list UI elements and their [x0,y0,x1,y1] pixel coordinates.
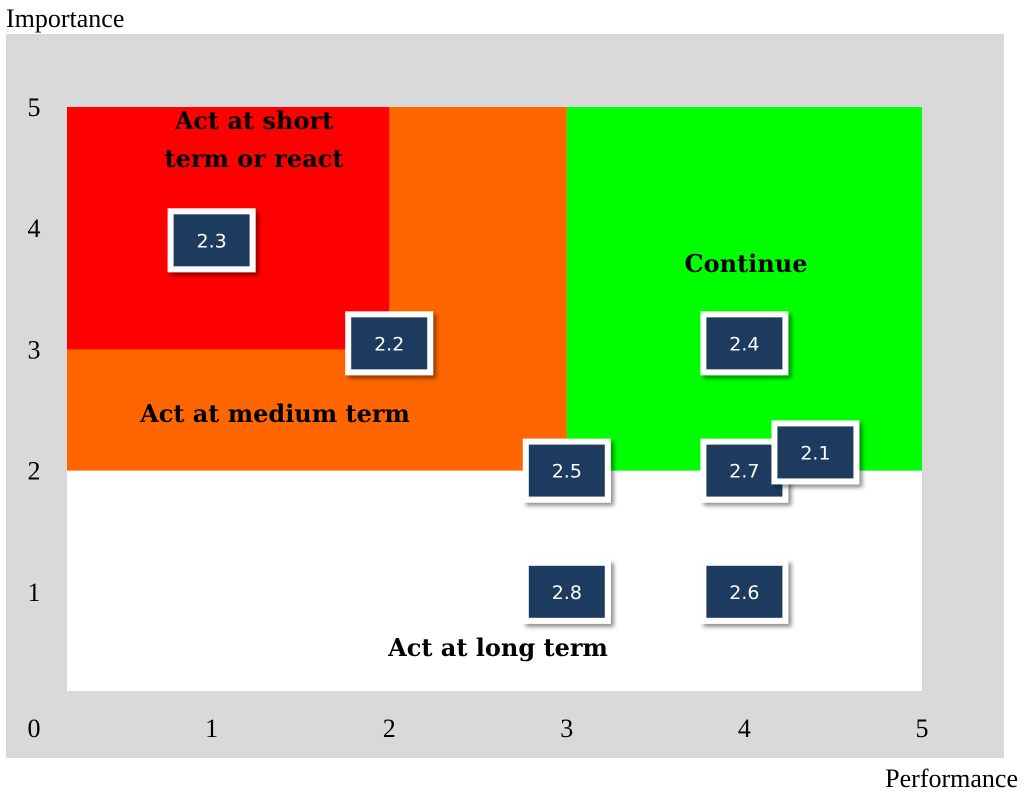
y-tick-label: 5 [28,93,41,122]
x-tick-label: 2 [383,714,396,743]
zone-label-long: Act at long term [387,633,608,662]
ticks-layer: 0 1 2 3 4 5 1 2 3 4 5 [28,93,929,743]
y-tick-label: 4 [28,214,41,243]
point-marker-box [345,311,434,376]
zone-continue [566,107,922,471]
x-tick-label: 4 [738,714,751,743]
points-layer: 2.3 2.2 2.4 2.5 2.7 2.1 2.8 2.6 [167,208,860,624]
point-label: 2.2 [374,333,404,355]
point-marker-box [167,208,256,273]
point-marker-2-1: 2.1 [771,420,860,485]
zone-label-short: Act at short [174,106,333,135]
x-tick-label: 5 [916,714,929,743]
x-tick-label: 3 [560,714,573,743]
zone-label-continue: Continue [685,249,808,278]
y-tick-label: 1 [28,578,41,607]
point-marker-box [771,420,860,485]
point-marker-2-4: 2.4 [700,311,789,376]
point-marker-box [522,559,611,624]
x-axis-title: Performance [885,764,1018,793]
point-label: 2.8 [552,582,582,604]
point-label: 2.7 [729,461,759,483]
point-marker-box [700,311,789,376]
point-marker-2-2: 2.2 [345,311,434,376]
point-label: 2.5 [552,461,582,483]
y-tick-label: 3 [28,335,41,364]
point-marker-box [700,559,789,624]
x-tick-label: 0 [28,714,41,743]
point-marker-box [522,438,611,503]
point-label: 2.4 [729,333,759,355]
y-axis-title: Importance [6,4,124,33]
point-marker-2-3: 2.3 [167,208,256,273]
zone-label-short: term or react [165,144,344,173]
point-label: 2.6 [729,582,759,604]
point-label: 2.1 [800,442,830,464]
point-marker-2-5: 2.5 [522,438,611,503]
point-label: 2.3 [196,230,226,252]
zone-labels-layer: Act at long term Act at medium term Act at… [139,106,807,662]
x-tick-label: 1 [205,714,218,743]
zone-label-medium: Act at medium term [139,399,410,428]
point-marker-2-6: 2.6 [700,559,789,624]
y-tick-label: 2 [28,457,41,486]
point-marker-2-8: 2.8 [522,559,611,624]
